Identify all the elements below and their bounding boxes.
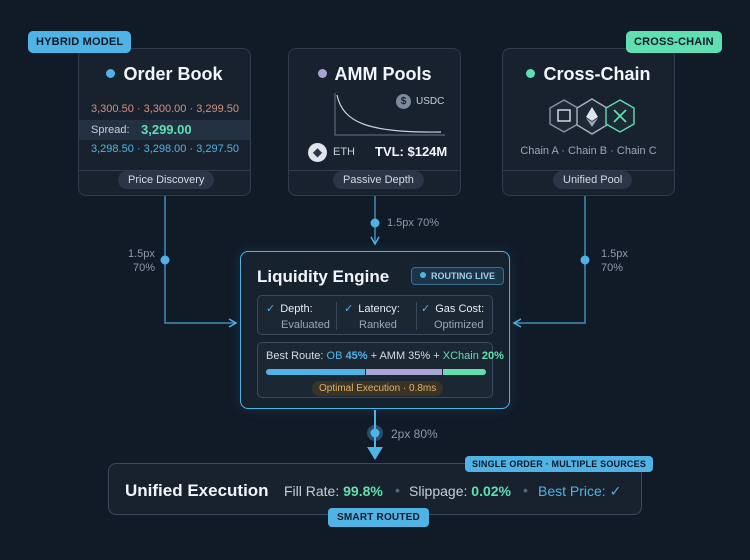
- bottom-connector-label: 2px 80%: [391, 427, 438, 441]
- smart-routed-badge: SMART ROUTED: [328, 508, 429, 527]
- bonding-curve: [334, 93, 445, 136]
- order-book-dot: [106, 69, 116, 78]
- chain-list: Chain A · Chain B · Chain C: [520, 145, 657, 157]
- spread-row: Spread: 3,299.00: [79, 120, 250, 140]
- hybrid-model-tag: HYBRID MODEL: [28, 31, 132, 53]
- metric-gas-value: Optimized: [434, 319, 484, 331]
- best-price: Best Price: ✓: [538, 483, 622, 499]
- separator-dot: •: [523, 482, 528, 498]
- route-bar: [266, 369, 486, 375]
- metric-divider: [416, 302, 417, 330]
- routing-live-badge: ROUTING LIVE: [411, 267, 505, 285]
- order-book-connector: [164, 196, 238, 328]
- best-route-text: Best Route: OB 45% + AMM 35% + XChain 20…: [266, 350, 504, 362]
- cross-chain-connector-node: [580, 255, 590, 265]
- metric-depth: ✓Depth: Evaluated: [266, 303, 330, 331]
- execution-arrowhead: [367, 447, 383, 460]
- chain-hexagons: [549, 98, 635, 135]
- route-bar-xchain-segment: [442, 369, 486, 375]
- left-connector-label-1: 1.5px: [128, 248, 155, 260]
- eth-icon: ◆: [308, 143, 327, 162]
- metric-gas: ✓Gas Cost: Optimized: [421, 303, 485, 331]
- card-divider: [289, 170, 460, 171]
- slippage: Slippage: 0.02%: [409, 483, 511, 499]
- order-book-title: Order Book: [79, 64, 250, 85]
- slippage-value: 0.02%: [471, 483, 511, 499]
- right-connector-label-1: 1.5px: [601, 248, 628, 260]
- amm-pools-title: AMM Pools: [289, 64, 460, 85]
- unified-execution-title: Unified Execution: [125, 481, 269, 500]
- order-book-bids: 3,298.50 · 3,298.00 · 3,297.50: [91, 143, 240, 155]
- spread-value: 3,299.00: [141, 122, 192, 137]
- usdc-icon: $: [396, 94, 411, 109]
- check-icon: ✓: [421, 303, 431, 315]
- cross-chain-dot: [526, 69, 536, 78]
- cross-chain-title: Cross-Chain: [503, 64, 674, 85]
- order-book-connector-node: [160, 255, 170, 265]
- fill-rate: Fill Rate: 99.8%: [284, 483, 383, 499]
- order-book-asks: 3,300.50 · 3,300.00 · 3,299.50: [91, 103, 240, 115]
- center-connector-label: 1.5px 70%: [387, 217, 439, 229]
- right-connector-label-2: 70%: [601, 262, 624, 274]
- usdc-label: USDC: [416, 96, 445, 107]
- chain-c-icon: [605, 99, 635, 133]
- chain-b-icon: [576, 98, 608, 135]
- metric-depth-value: Evaluated: [281, 319, 330, 331]
- liquidity-engine-card: Liquidity Engine ROUTING LIVE ✓Depth: Ev…: [240, 251, 510, 409]
- cross-chain-connector: [512, 196, 586, 328]
- cross-chain-tag: CROSS-CHAIN: [626, 31, 722, 53]
- best-price-check-icon: ✓: [609, 483, 622, 499]
- eth-label: ETH: [333, 146, 355, 158]
- route-bar-ob-segment: [266, 369, 365, 375]
- left-connector-label-2: 70%: [133, 262, 156, 274]
- route-bar-amm-segment: [365, 369, 442, 375]
- live-dot: [420, 272, 426, 278]
- metrics-row: ✓Depth: Evaluated ✓Latency: Ranked ✓Gas …: [257, 295, 493, 335]
- metric-divider: [336, 302, 337, 330]
- card-divider: [503, 170, 674, 171]
- liquidity-engine-title: Liquidity Engine: [257, 267, 390, 286]
- passive-depth-pill: Passive Depth: [333, 171, 424, 189]
- chain-a-icon: [549, 99, 579, 133]
- amm-connector-node: [370, 218, 380, 228]
- spread-label: Spread:: [91, 124, 130, 136]
- metric-latency: ✓Latency: Ranked: [344, 303, 400, 331]
- optimal-execution-pill: Optimal Execution · 0.8ms: [312, 381, 444, 396]
- unified-pool-pill: Unified Pool: [553, 171, 633, 189]
- fill-rate-value: 99.8%: [343, 483, 383, 499]
- metric-latency-value: Ranked: [359, 319, 397, 331]
- tvl-label: TVL: $124M: [375, 144, 448, 159]
- amm-pools-dot: [317, 69, 327, 78]
- order-book-card: Order Book 3,300.50 · 3,300.00 · 3,299.5…: [78, 48, 251, 196]
- card-divider: [79, 170, 250, 171]
- check-icon: ✓: [266, 303, 276, 315]
- check-icon: ✓: [344, 303, 354, 315]
- separator-dot: •: [395, 482, 400, 498]
- route-panel: Best Route: OB 45% + AMM 35% + XChain 20…: [257, 342, 504, 398]
- single-order-tag: SINGLE ORDER · MULTIPLE SOURCES: [465, 456, 654, 472]
- bonding-curve-line: [336, 94, 442, 133]
- price-discovery-pill: Price Discovery: [118, 171, 215, 189]
